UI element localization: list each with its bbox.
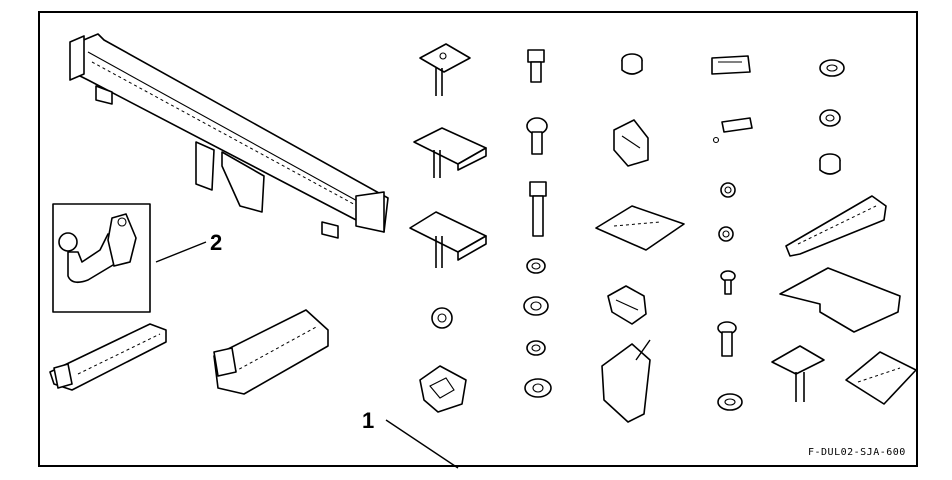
cover-panel [779, 267, 901, 333]
wire-clip-cluster [607, 285, 647, 325]
left-side-bracket [49, 323, 167, 391]
small-screw [720, 270, 736, 295]
flat-washer-2 [524, 378, 552, 398]
sticker-sheet [595, 205, 685, 251]
hex-bolt-medium [526, 117, 548, 155]
small-washer-1 [431, 307, 453, 329]
hex-bolt-short [527, 49, 545, 83]
small-link-strap [712, 117, 753, 144]
mounting-plate-with-stud-4 [771, 345, 825, 402]
u-strap [711, 55, 751, 75]
trim-strip [785, 195, 887, 257]
wiring-bracket-assembly [601, 339, 651, 423]
spring-washer-2 [526, 340, 546, 356]
instruction-booklet [845, 351, 917, 405]
tow-ball-inset [52, 203, 151, 313]
nut-2 [718, 226, 734, 242]
clamp-block [419, 365, 467, 413]
tow-bar-crossmember [69, 33, 389, 239]
mounting-plate-with-stud-1 [419, 43, 471, 96]
bolt-with-collar [717, 321, 737, 357]
grommet [717, 393, 743, 411]
hex-bolt-long [529, 181, 547, 237]
spring-washer [526, 258, 546, 274]
leader-line-1 [385, 419, 459, 469]
right-side-bracket [213, 309, 329, 395]
nut-flanged-1 [819, 59, 845, 77]
nut-1 [720, 182, 736, 198]
leader-line-2 [155, 241, 207, 263]
figure-code: F-DUL02-SJA-600 [808, 447, 906, 458]
spacer-collar [621, 53, 643, 75]
collar-nut [819, 109, 841, 127]
callout-1: 1 [362, 408, 375, 433]
mounting-plate-with-stud-2 [413, 127, 487, 178]
callout-2: 2 [210, 230, 223, 255]
diagram-frame [38, 11, 918, 467]
clip-bracket [613, 119, 649, 167]
mounting-plate-with-stud-3 [409, 211, 487, 268]
flat-washer-1 [523, 296, 549, 316]
spacer-cylinder [819, 153, 841, 175]
